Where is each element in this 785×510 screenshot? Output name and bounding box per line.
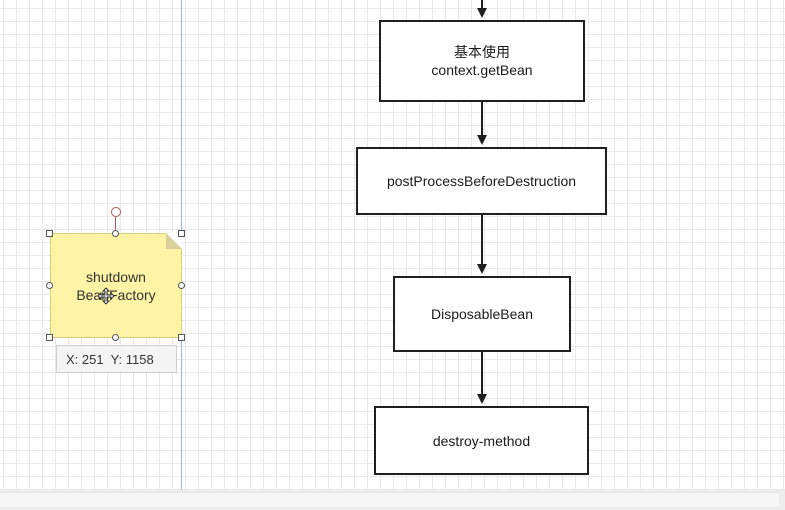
horizontal-scrollbar-thumb[interactable] <box>0 492 779 507</box>
resize-handle-bottom-right[interactable] <box>178 334 185 341</box>
resize-handle-top-right[interactable] <box>178 230 185 237</box>
node-disposable-bean[interactable]: DisposableBean <box>393 276 571 352</box>
note-label: shutdown BeanFactory <box>76 268 156 303</box>
resize-handle-right[interactable] <box>178 282 185 289</box>
node-label: destroy-method <box>432 432 531 449</box>
rotation-stem <box>115 217 116 234</box>
node-label: postProcessBeforeDestruction <box>386 173 577 189</box>
node-label: DisposableBean <box>431 306 533 322</box>
resize-handle-top-left[interactable] <box>46 230 53 237</box>
node-destroy-method[interactable]: destroy-method <box>374 406 589 475</box>
node-get-bean[interactable]: 基本使用 context.getBean <box>379 20 585 102</box>
node-post-process-before-destruction[interactable]: postProcessBeforeDestruction <box>356 147 607 215</box>
resize-handle-left[interactable] <box>46 282 53 289</box>
resize-handle-top[interactable] <box>112 230 119 237</box>
note-fold-corner <box>166 233 182 249</box>
diagram-canvas[interactable]: 基本使用 context.getBean postProcessBeforeDe… <box>0 0 785 490</box>
coordinate-tooltip: X: 251 Y: 1158 <box>56 345 177 373</box>
rotate-handle-icon[interactable] <box>111 207 121 217</box>
move-cursor-icon <box>97 287 115 305</box>
connectors <box>477 0 487 404</box>
resize-handle-bottom-left[interactable] <box>46 334 53 341</box>
node-label: 基本使用 context.getBean <box>431 44 533 78</box>
sticky-note-shutdown-beanfactory[interactable]: shutdown BeanFactory <box>50 233 182 338</box>
resize-handle-bottom[interactable] <box>112 334 119 341</box>
